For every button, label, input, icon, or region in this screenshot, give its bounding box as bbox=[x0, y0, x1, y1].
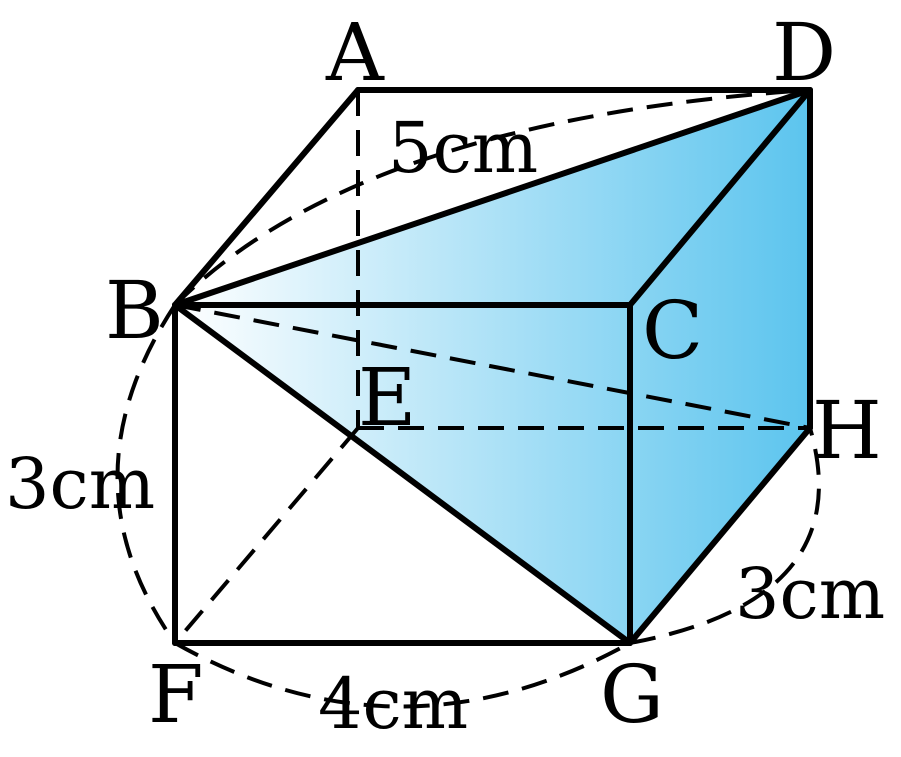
arc-bd bbox=[173, 88, 811, 307]
measure-label-gh: 3cm bbox=[735, 553, 885, 635]
arc-fg bbox=[174, 641, 631, 709]
vertex-label-f: F bbox=[148, 648, 204, 741]
vertex-label-e: E bbox=[358, 351, 416, 444]
arc-bf bbox=[115, 303, 177, 645]
vertex-label-h: H bbox=[812, 384, 882, 477]
edge-bd bbox=[172, 87, 813, 308]
edge-dc bbox=[627, 87, 813, 308]
vertex-label-a: A bbox=[325, 6, 385, 99]
vertex-label-d: D bbox=[772, 6, 836, 99]
hidden-diagonal-bh bbox=[174, 303, 811, 430]
measure-label-bd: 5cm bbox=[388, 107, 538, 189]
arc-gh bbox=[629, 427, 821, 645]
measure-label-fg: 4cm bbox=[318, 663, 468, 745]
measure-label-bf: 3cm bbox=[5, 443, 155, 525]
vertex-label-b: B bbox=[105, 264, 164, 357]
vertex-label-g: G bbox=[600, 648, 664, 741]
edge-ab bbox=[172, 87, 361, 308]
vertex-label-c: C bbox=[642, 284, 703, 377]
edge-bg bbox=[172, 302, 633, 646]
edge-gh bbox=[627, 425, 813, 646]
hidden-edge-ef bbox=[173, 426, 360, 645]
